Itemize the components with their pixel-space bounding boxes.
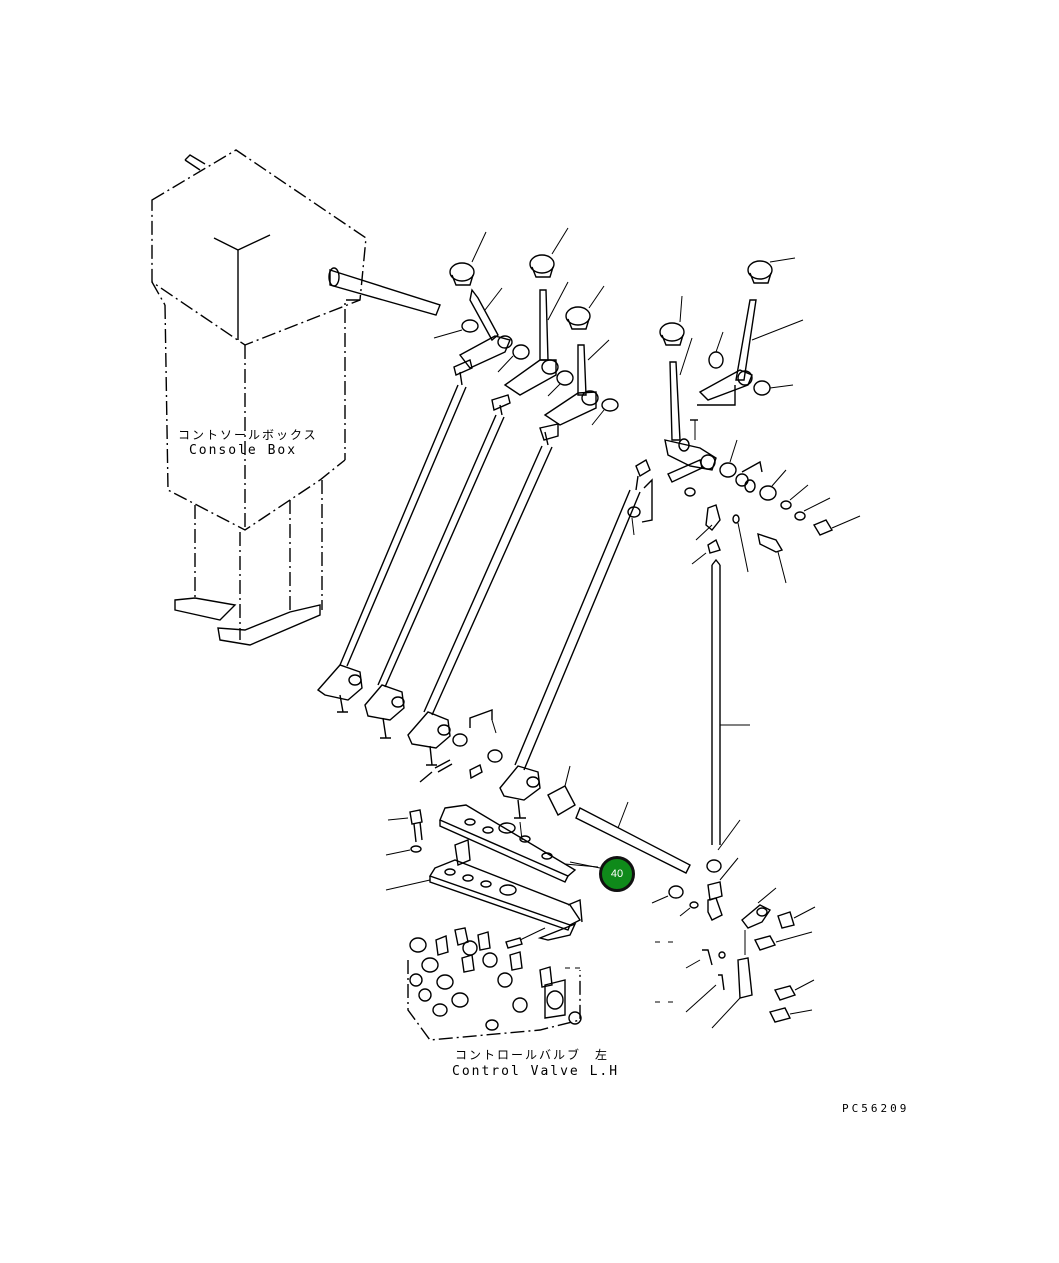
console-box-label-en: Console Box — [188, 443, 298, 458]
console-box — [151, 149, 441, 646]
mounting-plates — [385, 804, 601, 949]
console-box-label-jp: コントソールボックス — [178, 428, 318, 442]
vertical-rod — [651, 558, 816, 1029]
callout-leader — [564, 863, 599, 868]
lever-group-2 — [364, 227, 574, 739]
control-valve-label-jp: コントロールバルブ 左 — [454, 1048, 609, 1062]
lever-group-3 — [407, 285, 619, 783]
control-valve-label-en: Control Valve L.H — [452, 1064, 620, 1079]
part-callout-40[interactable]: 40 — [599, 856, 635, 892]
right-lever-assembly — [659, 257, 861, 584]
lever-group-1 — [316, 231, 530, 713]
lever-group-4 — [499, 458, 691, 874]
control-valve — [407, 927, 582, 1041]
drawing-code: PC56209 — [842, 1102, 910, 1115]
